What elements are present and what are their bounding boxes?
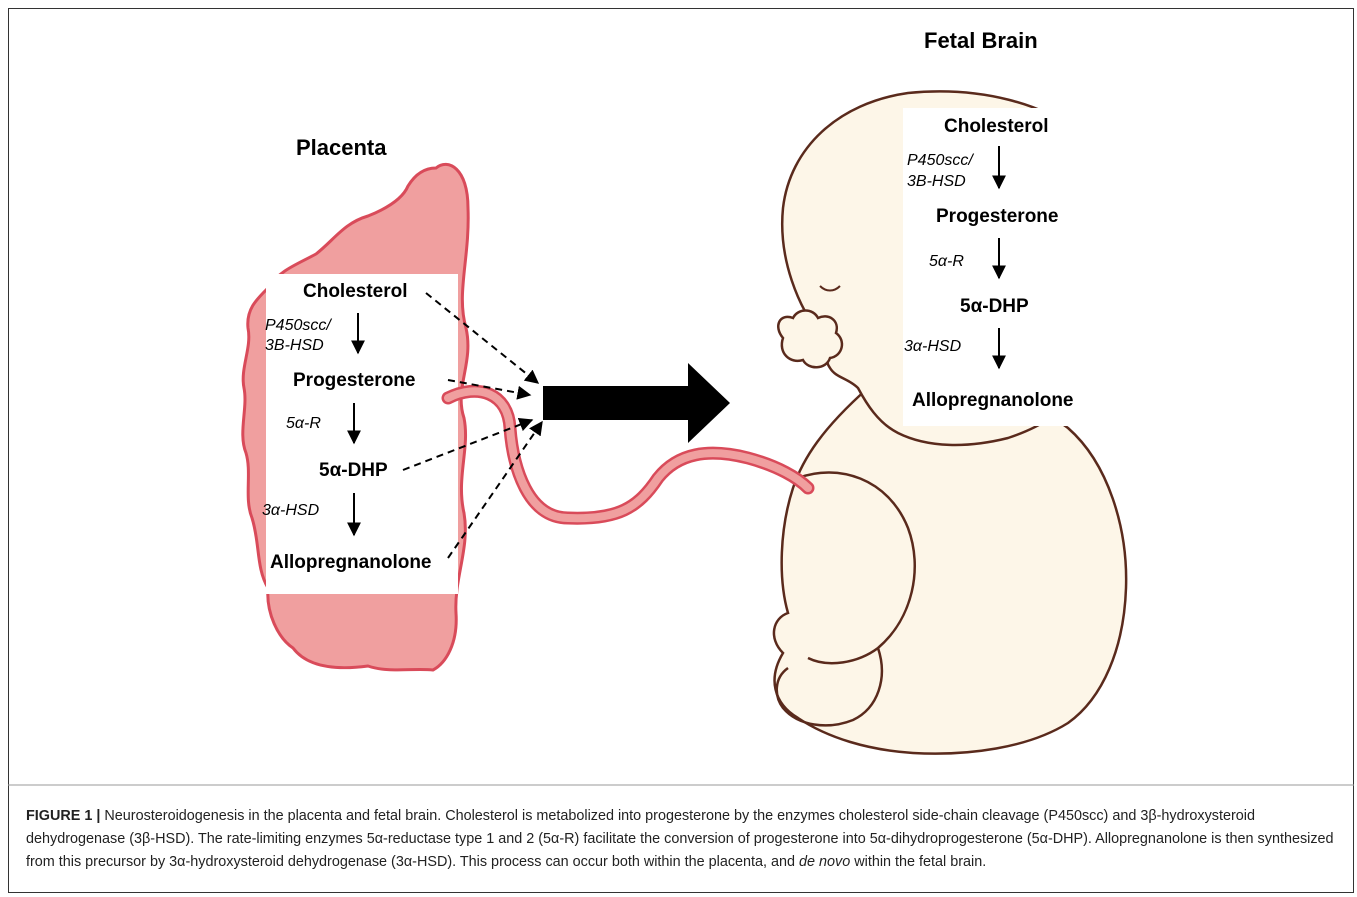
- fetal-progesterone: Progesterone: [936, 206, 1058, 227]
- fetal-dhp: 5α-DHP: [960, 296, 1029, 317]
- fetus-hand: [778, 311, 842, 368]
- figure-border: [9, 9, 1354, 893]
- neurosteroid-diagram: Placenta Cholesterol P450scc/ 3B-HSD Pro…: [8, 8, 1354, 893]
- placenta-enzyme1-line1: P450scc/: [265, 317, 332, 334]
- placenta-progesterone: Progesterone: [293, 370, 415, 391]
- placenta-dhp: 5α-DHP: [319, 460, 388, 481]
- placenta-cholesterol: Cholesterol: [303, 281, 408, 302]
- fetal-cholesterol: Cholesterol: [944, 116, 1049, 137]
- figure-label: FIGURE 1 |: [26, 808, 100, 824]
- caption-text-end: within the fetal brain.: [850, 854, 986, 870]
- fetal-allopregnanolone: Allopregnanolone: [912, 390, 1074, 411]
- placenta-allopregnanolone: Allopregnanolone: [270, 552, 432, 573]
- fetal-enzyme3: 3α-HSD: [904, 338, 962, 355]
- placenta-title: Placenta: [296, 135, 387, 160]
- fetal-enzyme2: 5α-R: [929, 253, 964, 270]
- placenta-enzyme2: 5α-R: [286, 415, 321, 432]
- caption-italic: de novo: [799, 854, 850, 870]
- figure-caption: FIGURE 1 | Neurosteroidogenesis in the p…: [26, 805, 1346, 874]
- fetal-brain-title: Fetal Brain: [924, 28, 1038, 53]
- fetal-enzyme1-line2: 3B-HSD: [907, 173, 966, 190]
- caption-text: Neurosteroidogenesis in the placenta and…: [26, 808, 1334, 870]
- fetal-enzyme1-line1: P450scc/: [907, 152, 974, 169]
- transfer-arrow: [543, 363, 730, 443]
- figure-frame: Placenta Cholesterol P450scc/ 3B-HSD Pro…: [8, 8, 1354, 893]
- placenta-enzyme3: 3α-HSD: [262, 502, 320, 519]
- placenta-enzyme1-line2: 3B-HSD: [265, 337, 324, 354]
